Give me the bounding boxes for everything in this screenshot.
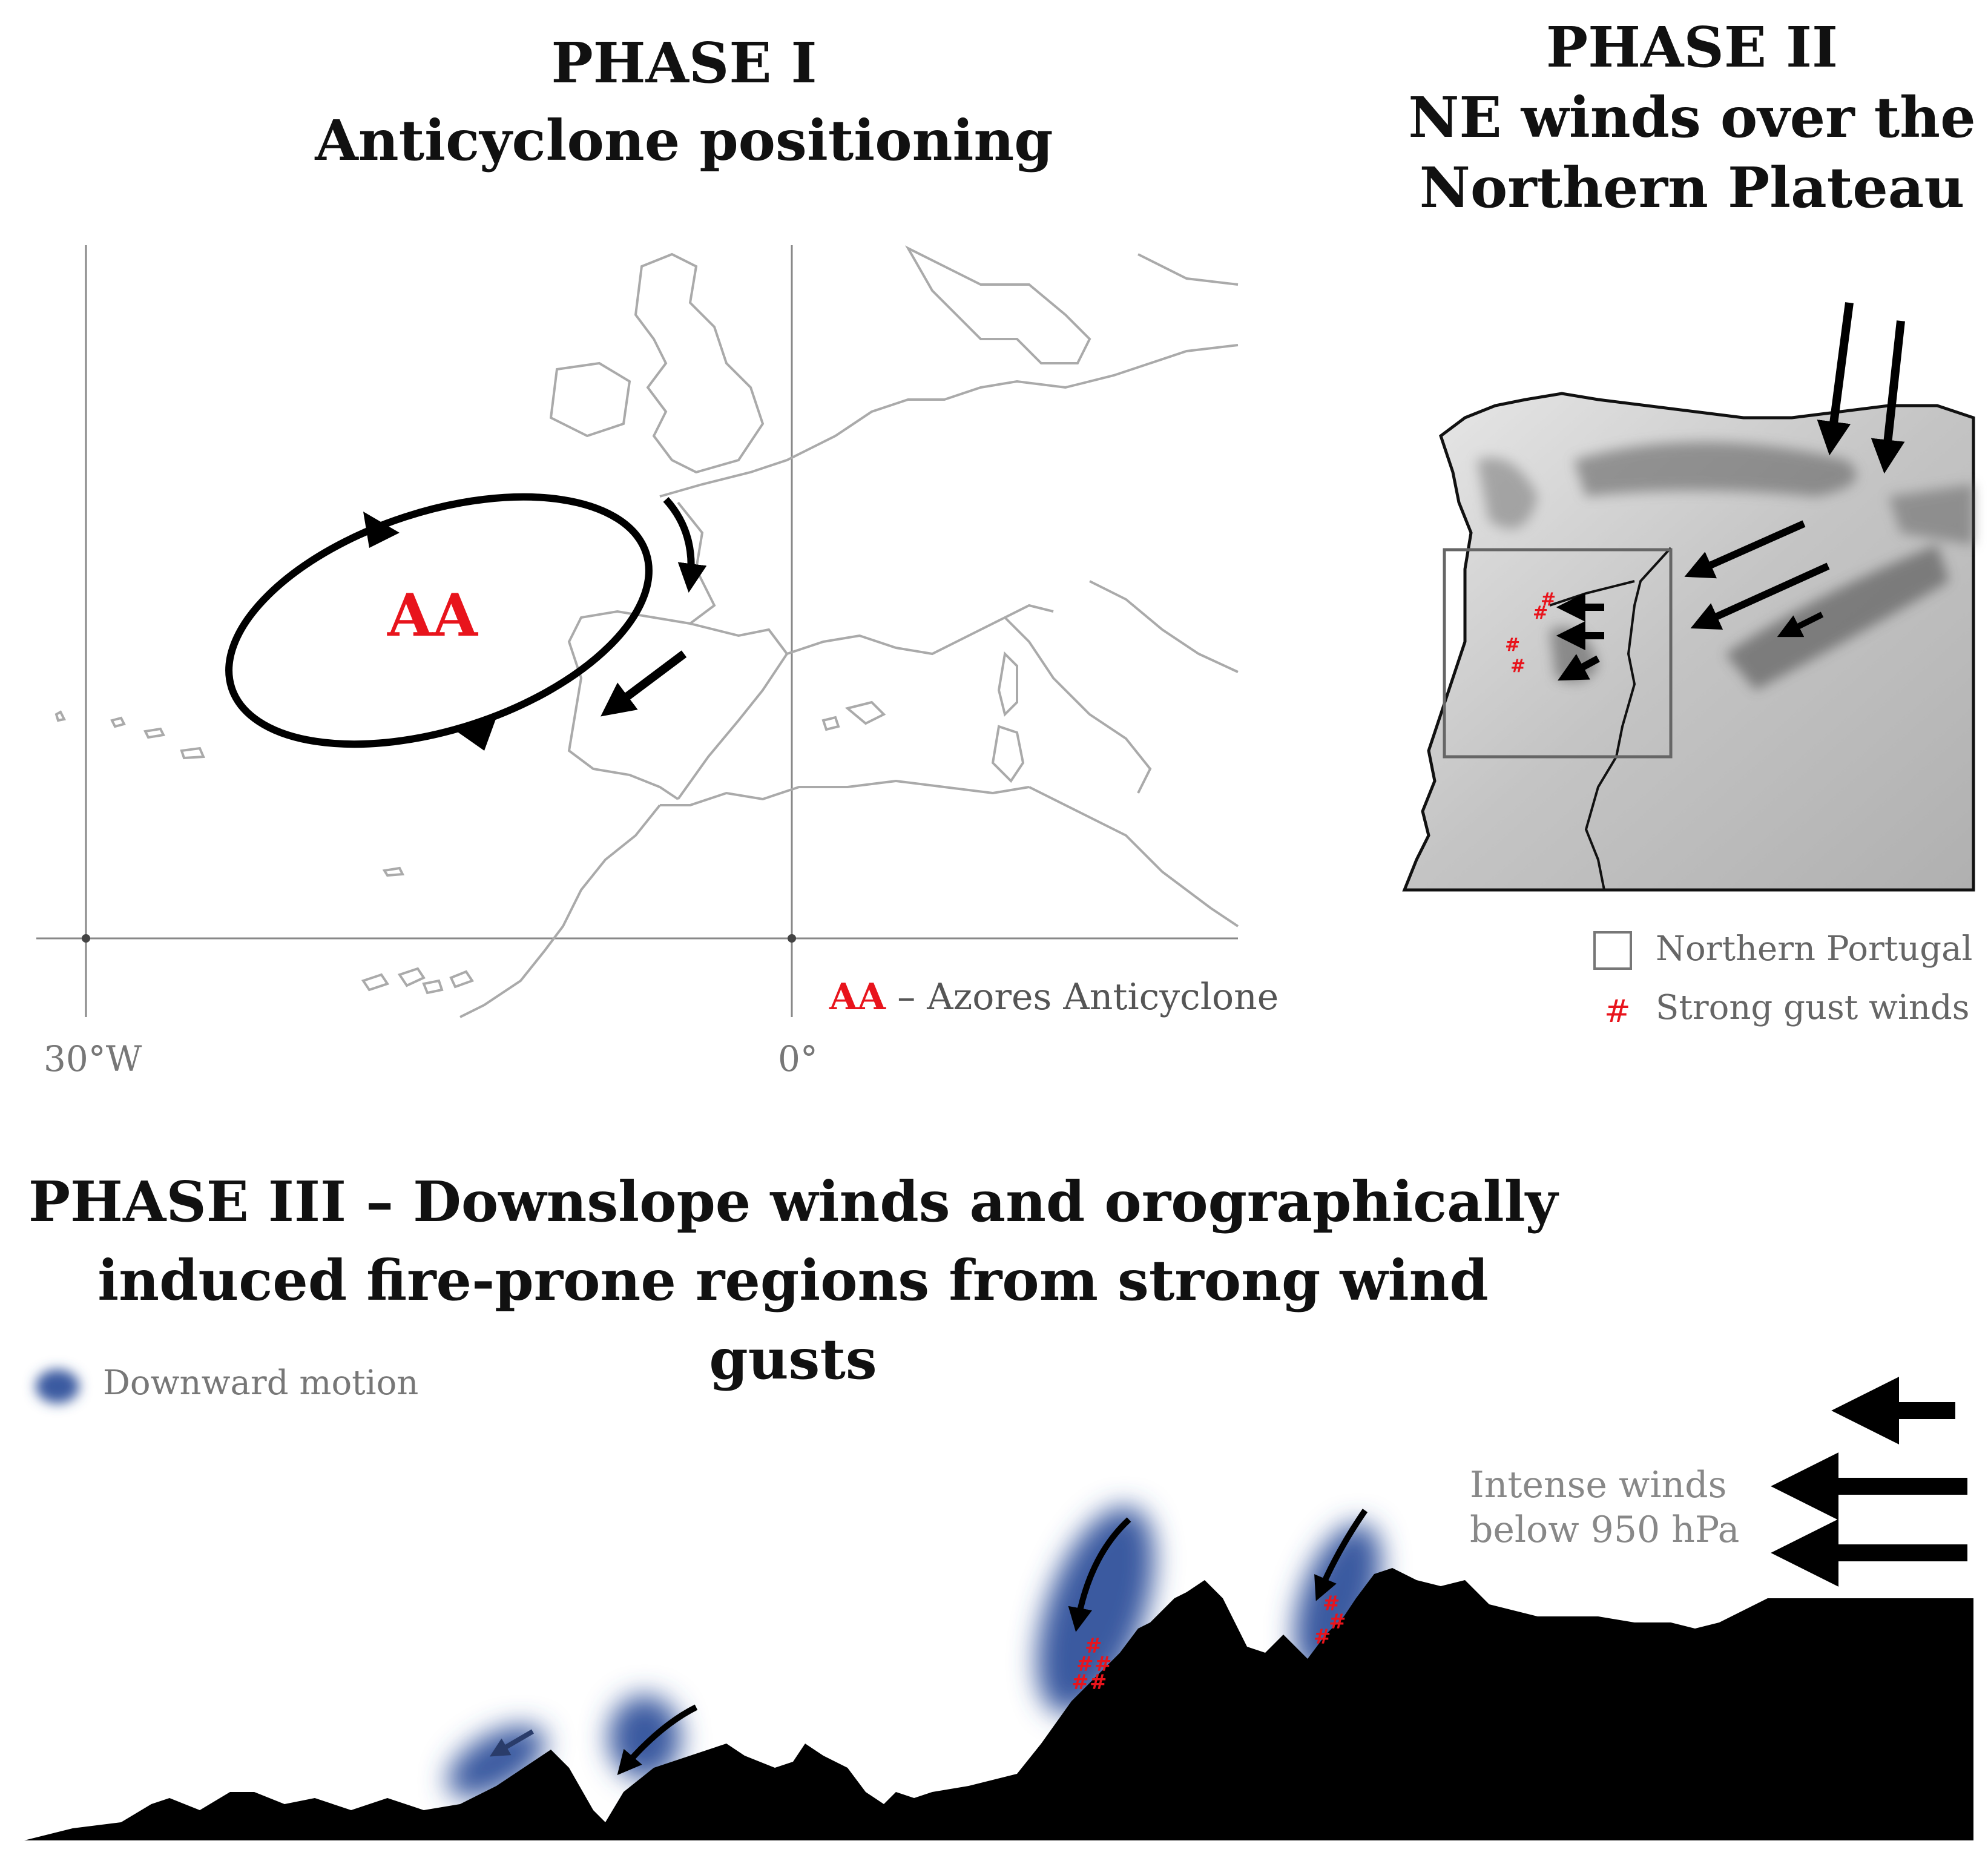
iberia-terrain — [1402, 392, 1975, 892]
lon-label-0: 0° — [778, 1038, 818, 1079]
curved-wind-arrow — [663, 496, 707, 593]
svg-text:#: # — [1323, 1592, 1340, 1616]
phase1-title-line2: Anticyclone positioning — [315, 108, 1053, 173]
svg-text:#: # — [1510, 656, 1526, 677]
legend-strong-gust: Strong gust winds — [1656, 988, 1970, 1027]
wind-arrow-ne-5 — [1777, 611, 1824, 637]
phase1-title: PHASE I Anticyclone positioning — [230, 24, 1138, 179]
wind-arrow-ne-2 — [1871, 320, 1905, 474]
phase2-title: PHASE II NE winds over the Northern Plat… — [1392, 12, 1988, 223]
phase2-title-line1: PHASE II — [1545, 15, 1838, 80]
downslope-arrow-1 — [1068, 1517, 1131, 1632]
lon-label-30w: 30°W — [44, 1038, 142, 1079]
phase3-title-line1: PHASE III – Downslope winds and orograph… — [28, 1169, 1558, 1234]
downslope-arrow-3 — [617, 1704, 698, 1776]
intense-winds-label-line2: below 950 hPa — [1470, 1509, 1740, 1551]
svg-text:#: # — [1505, 634, 1520, 656]
wind-arrow-ne-3 — [1684, 520, 1806, 579]
phase1-map — [36, 245, 1239, 1018]
svg-text:#: # — [1085, 1634, 1102, 1658]
phase3-profile: ### ## ### — [24, 1369, 1973, 1840]
svg-text:#: # — [1329, 1610, 1346, 1634]
svg-text:#: # — [1076, 1652, 1094, 1676]
intense-winds-label-line1: Intense winds — [1470, 1464, 1727, 1506]
northern-portugal-box — [1443, 548, 1673, 759]
circulation-arrowhead-bottom — [454, 717, 496, 751]
anticyclone-circulation — [225, 493, 653, 748]
coastlines — [54, 245, 1239, 1018]
phase1-legend: AA – Azores Anticyclone — [829, 976, 1279, 1018]
legend-northern-portugal: Northern Portugal — [1656, 929, 1973, 969]
svg-text:#: # — [1090, 1670, 1107, 1695]
svg-text:#: # — [1314, 1625, 1331, 1649]
legend-downward-motion: Downward motion — [103, 1363, 419, 1403]
phase1-title-line1: PHASE I — [551, 30, 817, 96]
phase1-legend-text: – Azores Anticyclone — [897, 976, 1279, 1018]
phase2-title-line2: NE winds over the — [1408, 85, 1976, 150]
legend-box-symbol — [1593, 931, 1632, 970]
wind-arrow-sw-3 — [1558, 654, 1600, 681]
phase2-map: ## ## # — [1402, 302, 1975, 1030]
terrain-silhouette — [24, 1568, 1973, 1840]
axis-tick-30w — [82, 934, 90, 943]
wind-arrow-ne-1 — [1817, 302, 1854, 456]
svg-text:#: # — [1094, 1652, 1112, 1676]
wind-arrow-sw — [601, 650, 687, 717]
border-portugal-spain — [1584, 547, 1672, 891]
svg-text:#: # — [1071, 1670, 1089, 1695]
svg-text:#: # — [1533, 602, 1548, 624]
gust-marks: ## ## — [1505, 589, 1556, 677]
gust-marks-profile: ### ## ### — [1071, 1592, 1346, 1695]
downward-motion-legend-blob — [36, 1369, 79, 1403]
axis-tick-0 — [788, 934, 796, 943]
circulation-arrowhead-top — [363, 512, 400, 548]
phase2-title-line3: Northern Plateau — [1419, 155, 1965, 220]
phase3-title: PHASE III – Downslope winds and orograph… — [24, 1162, 1562, 1398]
wind-arrow-ne-4 — [1690, 562, 1830, 630]
legend-hash-symbol: # — [1604, 993, 1631, 1030]
downslope-arrow-2 — [1314, 1509, 1368, 1601]
downslope-arrow-4 — [489, 1729, 535, 1757]
svg-text:#: # — [1541, 589, 1556, 610]
phase3-title-line2: induced fire-prone regions from strong w… — [97, 1248, 1489, 1392]
azores-anticyclone-label: AA — [387, 581, 478, 650]
phase1-legend-abbrev: AA — [829, 976, 886, 1018]
